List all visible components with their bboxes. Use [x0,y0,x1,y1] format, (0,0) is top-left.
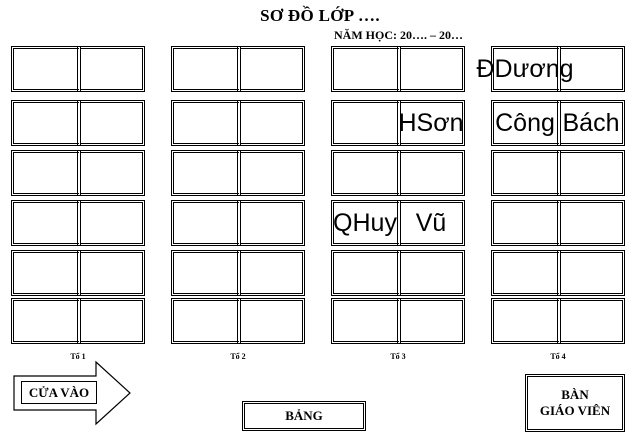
seat-right [77,201,144,245]
group-label: Tổ 1 [70,352,86,361]
seat-right [557,151,624,195]
desk [171,298,305,344]
seat-right [237,151,304,195]
seat-right [237,47,304,91]
teacher-desk-line1: BÀN [561,386,589,402]
seat-right [397,251,464,295]
door-label: CỬA VÀO [21,381,97,404]
seat-right [557,47,624,91]
student-name: QHuy [333,208,397,237]
seat-left: ĐDương [476,47,573,91]
seat-right [77,299,144,343]
seat-left [12,101,78,145]
seat-left [172,201,238,245]
seat-left [172,47,238,91]
desk [331,150,465,196]
desk [331,298,465,344]
seat-left [332,101,398,145]
seat-right [397,47,464,91]
student-name: HSơn [398,108,464,137]
seat-right [77,47,144,91]
desk [171,150,305,196]
seat-right [237,201,304,245]
desk [171,46,305,92]
desk [11,150,145,196]
seat-right: HSơn [397,101,464,145]
seat-right [557,201,624,245]
group-label: Tổ 4 [550,352,566,361]
desk [331,250,465,296]
teacher-desk-line2: GIÁO VIÊN [539,403,611,418]
desk [331,46,465,92]
desk [491,200,625,246]
seat-left [12,151,78,195]
seat-left [332,299,398,343]
seat-left [332,47,398,91]
seat-right [77,101,144,145]
seat-right [237,251,304,295]
seat-left: Công [492,101,558,145]
desk [11,298,145,344]
seat-left [172,151,238,195]
seat-left [332,251,398,295]
seat-right [77,151,144,195]
desk [491,150,625,196]
group-label: Tổ 3 [390,352,406,361]
desk [11,100,145,146]
seat-left [12,299,78,343]
desk [171,200,305,246]
desk [171,100,305,146]
student-name: Vũ [415,208,447,237]
desk [171,250,305,296]
seat-right [397,151,464,195]
seat-left [492,251,558,295]
desk [491,250,625,296]
seat-left: QHuy [332,201,398,245]
seat-right [237,299,304,343]
seat-right [557,299,624,343]
seat-left [12,201,78,245]
student-name: ĐDương [476,54,574,83]
seat-left [332,151,398,195]
seat-right: Bách [557,101,624,145]
school-year: NĂM HỌC: 20…. – 20… [334,28,463,42]
desk [11,200,145,246]
seat-left [492,151,558,195]
teacher-desk: BÀN GIÁO VIÊN [525,374,625,432]
seat-left [492,299,558,343]
desk [11,250,145,296]
seat-left [12,251,78,295]
seat-right [237,101,304,145]
desk: QHuy Vũ [331,200,465,246]
desk [491,298,625,344]
seat-right [77,251,144,295]
desk: ĐDương [476,46,625,92]
desk [11,46,145,92]
seat-left [12,47,78,91]
seat-right: Vũ [397,201,464,245]
seat-right [397,299,464,343]
group-label: Tổ 2 [230,352,246,361]
seat-left [172,251,238,295]
seat-right [557,251,624,295]
student-name: Bách [562,108,620,137]
seat-left [172,101,238,145]
board: BẢNG [242,401,366,431]
page-title: SƠ ĐỒ LỚP …. [260,6,380,25]
desk: HSơn [331,100,465,146]
student-name: Công [495,108,555,137]
seat-left [172,299,238,343]
seat-left [492,201,558,245]
